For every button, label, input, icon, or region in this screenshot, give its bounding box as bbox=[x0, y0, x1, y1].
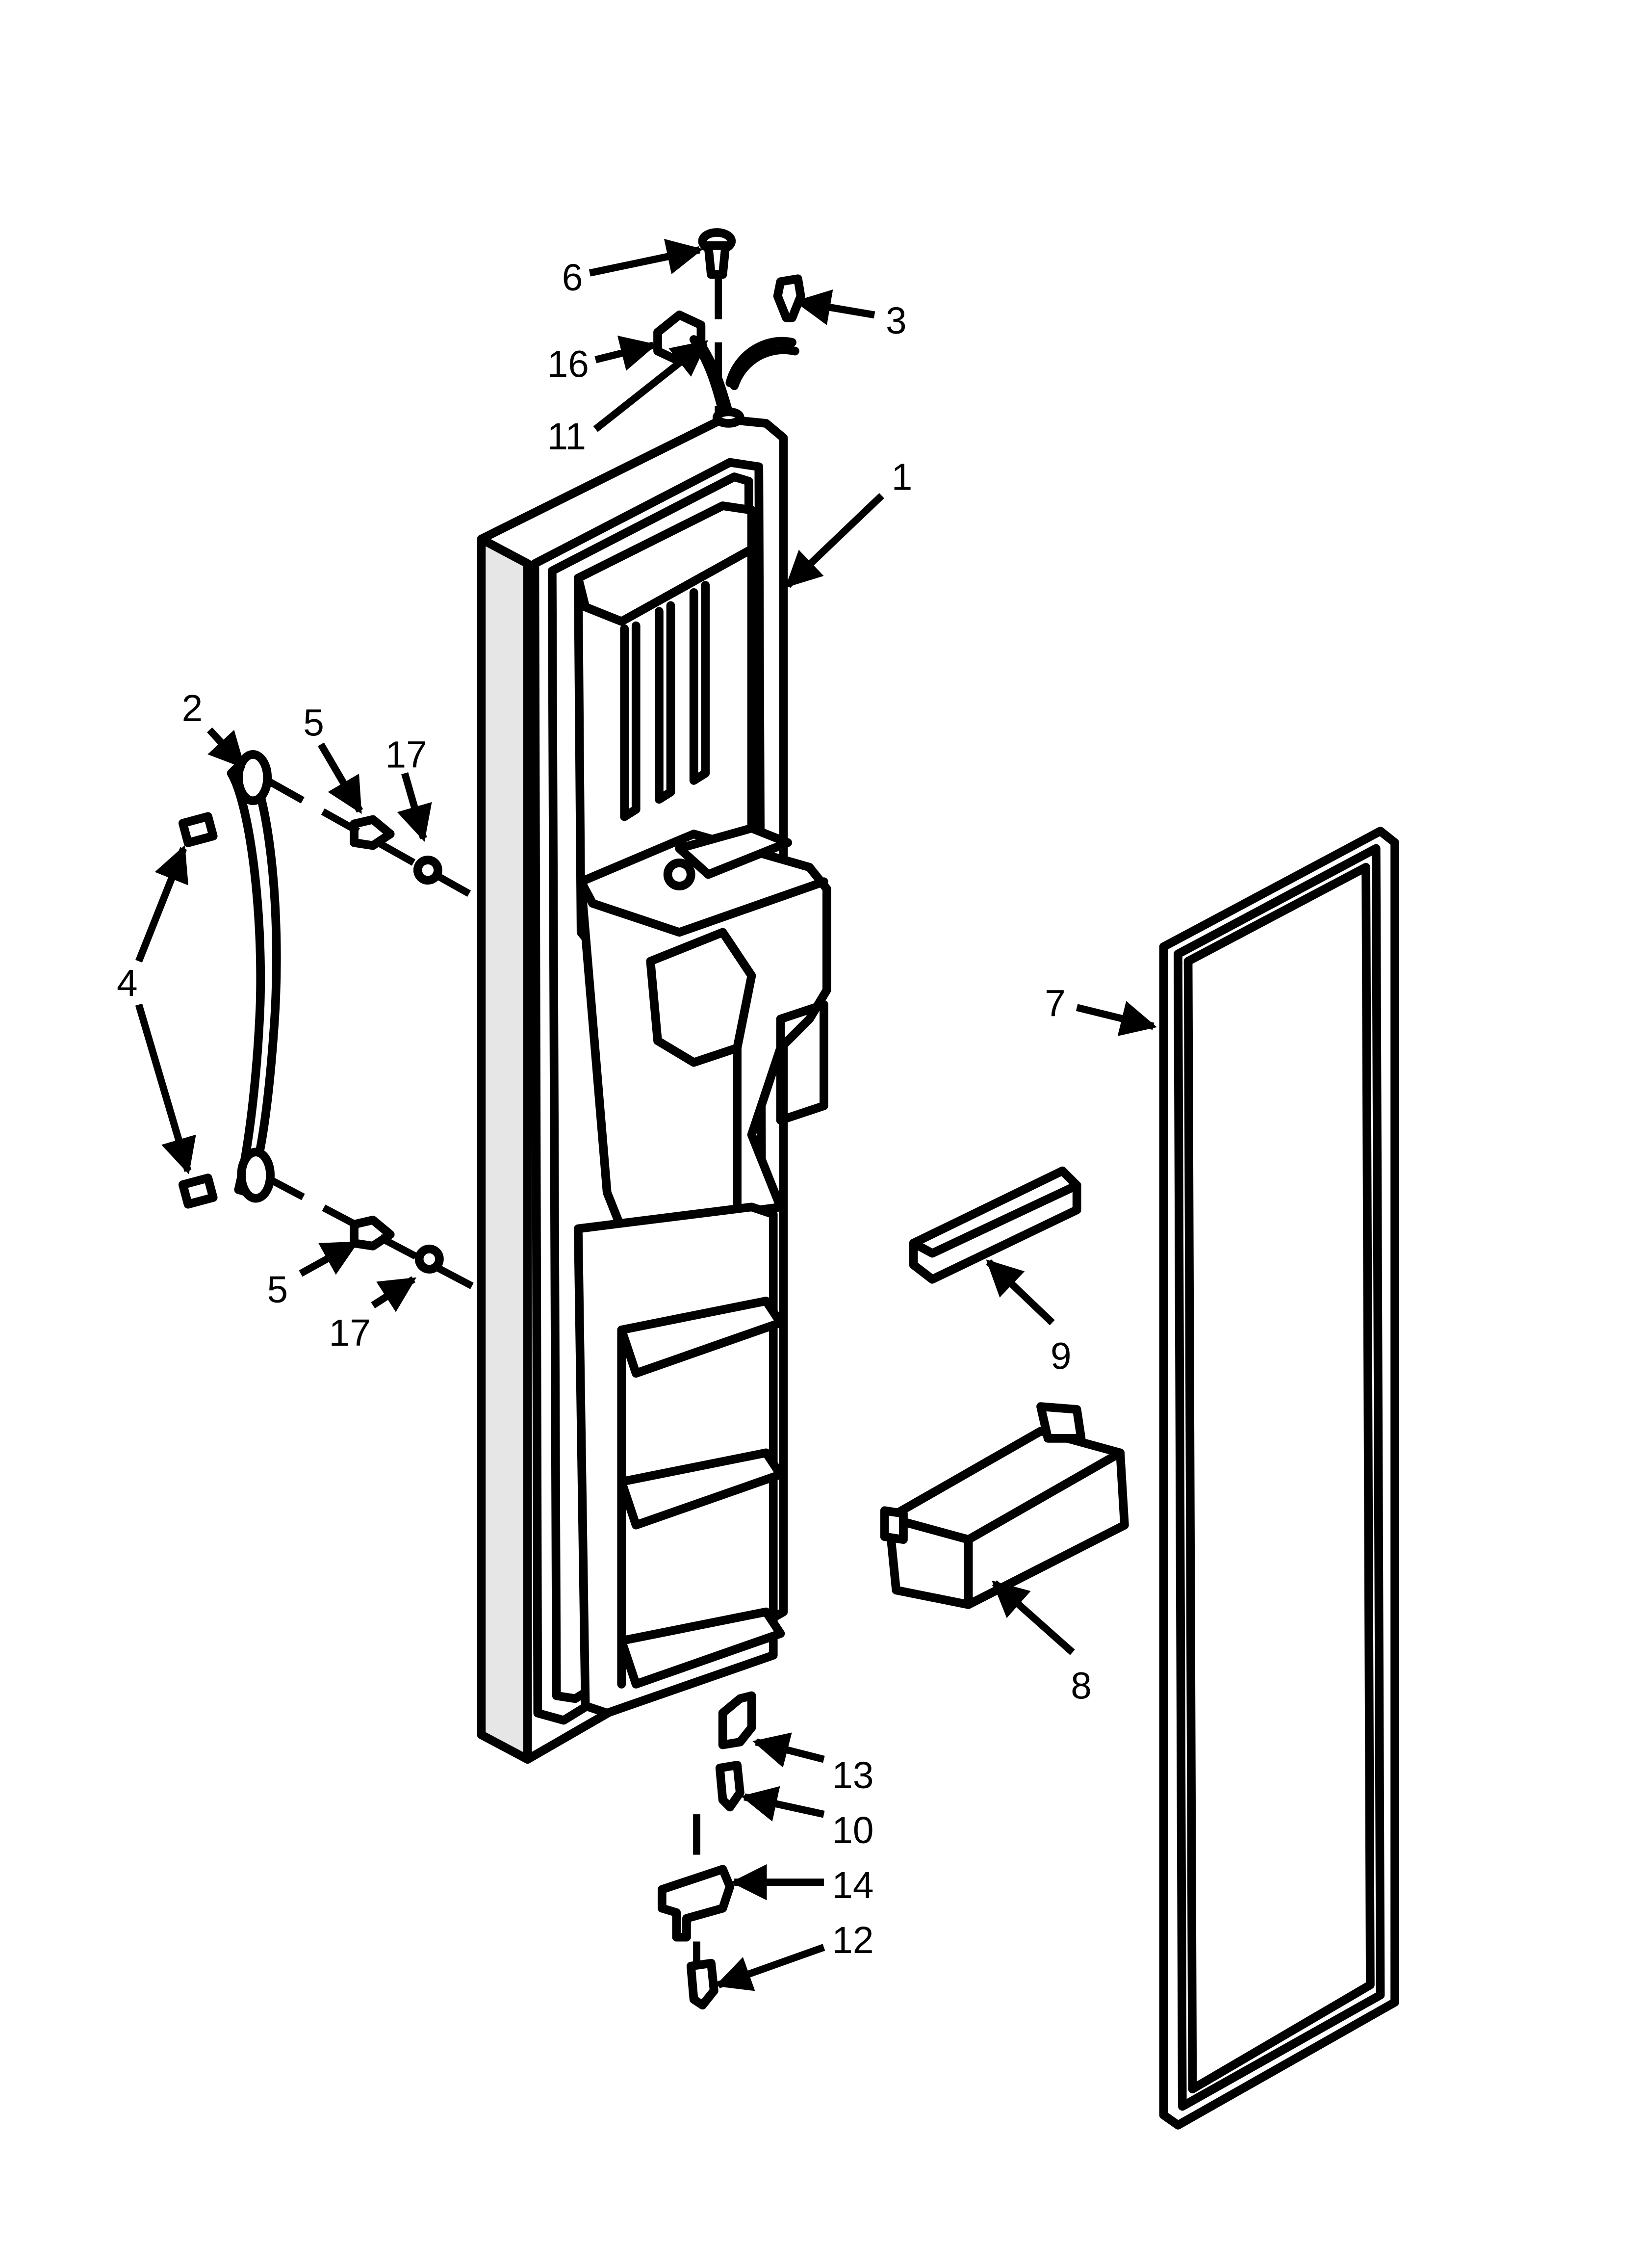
leader-lines bbox=[135, 238, 1157, 1991]
callout-5-upper: 5 bbox=[303, 703, 324, 744]
hinge-pin bbox=[718, 1691, 756, 1749]
spacer-lower bbox=[414, 1244, 444, 1274]
callout-1: 1 bbox=[892, 457, 913, 498]
handle bbox=[227, 750, 281, 1203]
screw-upper bbox=[350, 815, 395, 850]
callout-10: 10 bbox=[832, 1810, 873, 1851]
hinge-bracket-screw bbox=[686, 1958, 718, 2010]
callout-5-lower: 5 bbox=[267, 1269, 288, 1311]
spacer-upper bbox=[413, 856, 442, 885]
gasket-dots bbox=[523, 669, 529, 1702]
callout-13: 12 bbox=[832, 1920, 873, 1961]
callout-2: 2 bbox=[182, 688, 203, 730]
callout-11: 11 bbox=[547, 416, 587, 458]
callout-16: 16 bbox=[547, 344, 589, 386]
set-screw-upper bbox=[178, 812, 218, 847]
callout-6: 8 bbox=[1071, 1665, 1092, 1707]
callout-labels: 6 3 16 11 1 2 5 17 4 7 5 9 17 8 13 10 14… bbox=[117, 257, 1092, 1961]
hinge-bracket bbox=[657, 1865, 735, 1942]
callout-17-upper: 17 bbox=[385, 734, 427, 776]
callout-8: 7 bbox=[1045, 983, 1066, 1024]
callout-12: 13 bbox=[832, 1755, 873, 1797]
trim-strip bbox=[909, 1166, 1081, 1284]
gasket bbox=[1159, 827, 1399, 2130]
callout-17-lower: 17 bbox=[329, 1312, 371, 1354]
callout-4: 4 bbox=[117, 963, 138, 1004]
set-screw-lower bbox=[178, 1173, 218, 1209]
callout-3: 3 bbox=[886, 300, 907, 342]
callout-14: 14 bbox=[832, 1865, 873, 1906]
door-bin bbox=[880, 1402, 1129, 1609]
screw-top bbox=[773, 274, 805, 322]
wire-harness bbox=[689, 335, 799, 428]
callout-7: 6 bbox=[562, 257, 583, 299]
hinge-screw bbox=[715, 1761, 744, 1812]
door-assembly bbox=[477, 415, 831, 1764]
callout-9: 9 bbox=[1051, 1335, 1072, 1377]
plug bbox=[698, 228, 736, 279]
